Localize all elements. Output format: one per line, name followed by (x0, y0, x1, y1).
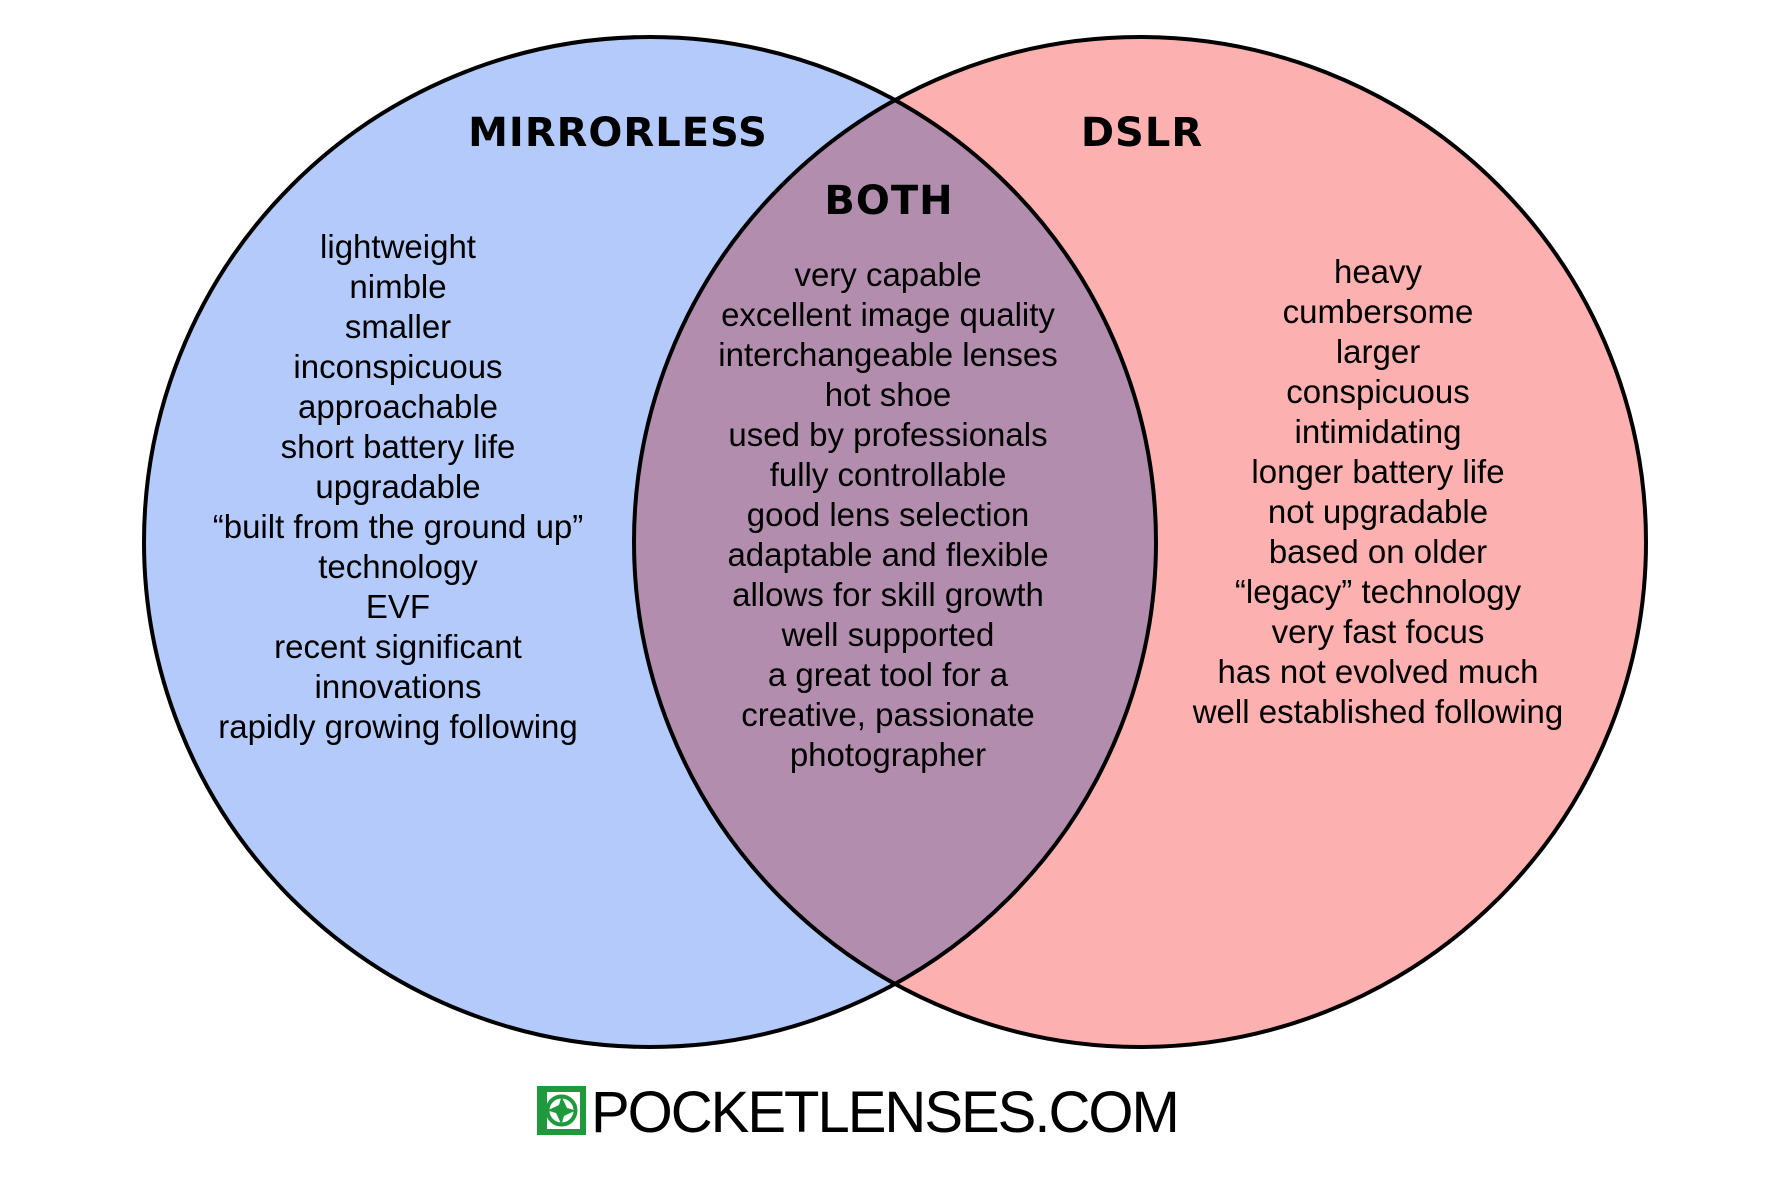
dslr-item-6: not upgradable (1268, 493, 1488, 530)
dslr-outline (632, 35, 1648, 1049)
both-item-10: a great tool for a (768, 656, 1009, 693)
mirrorless-item-9: EVF (366, 588, 430, 625)
dslr-item-3: conspicuous (1286, 373, 1469, 410)
dslr-item-1: cumbersome (1283, 293, 1474, 330)
mirrorless-item-2: smaller (345, 308, 451, 345)
both-overlap (634, 37, 1156, 1047)
both-title: BOTH (824, 178, 953, 224)
dslr-item-2: larger (1336, 333, 1420, 370)
dslr-title: DSLR (1081, 110, 1203, 156)
brand-text: POCKETLENSES.COM (591, 1080, 1178, 1145)
both-item-12: photographer (790, 736, 986, 773)
mirrorless-item-11: innovations (315, 668, 482, 705)
both-item-8: allows for skill growth (732, 576, 1044, 613)
both-item-9: well supported (781, 616, 995, 653)
both-item-1: excellent image quality (721, 296, 1055, 333)
mirrorless-item-8: technology (318, 548, 478, 585)
mirrorless-items: lightweightnimblesmallerinconspicuousapp… (213, 228, 584, 745)
both-item-11: creative, passionate (741, 696, 1035, 733)
dslr-item-7: based on older (1269, 533, 1487, 570)
dslr-item-10: has not evolved much (1217, 653, 1538, 690)
mirrorless-item-1: nimble (349, 268, 446, 305)
both-item-6: good lens selection (747, 496, 1030, 533)
brand-footer: POCKETLENSES.COM (537, 1080, 1180, 1145)
dslr-item-4: intimidating (1295, 413, 1462, 450)
mirrorless-item-5: short battery life (281, 428, 516, 465)
both-item-5: fully controllable (770, 456, 1007, 493)
dslr-item-8: “legacy” technology (1235, 573, 1522, 610)
both-item-4: used by professionals (728, 416, 1047, 453)
mirrorless-item-6: upgradable (315, 468, 480, 505)
both-item-0: very capable (794, 256, 981, 293)
mirrorless-item-10: recent significant (274, 628, 522, 665)
mirrorless-item-7: “built from the ground up” (213, 508, 584, 545)
aperture-logo-icon (537, 1086, 586, 1135)
mirrorless-item-12: rapidly growing following (218, 708, 578, 745)
dslr-item-11: well established following (1192, 693, 1564, 730)
dslr-items: heavycumbersomelargerconspicuousintimida… (1192, 253, 1564, 730)
both-item-7: adaptable and flexible (727, 536, 1048, 573)
dslr-item-5: longer battery life (1251, 453, 1504, 490)
mirrorless-outline (142, 35, 1158, 1049)
mirrorless-item-4: approachable (298, 388, 498, 425)
mirrorless-item-0: lightweight (320, 228, 476, 265)
both-item-2: interchangeable lenses (718, 336, 1057, 373)
dslr-item-9: very fast focus (1272, 613, 1485, 650)
both-item-3: hot shoe (825, 376, 952, 413)
mirrorless-title: MIRRORLESS (468, 110, 768, 156)
mirrorless-item-3: inconspicuous (293, 348, 502, 385)
dslr-item-0: heavy (1334, 253, 1423, 290)
